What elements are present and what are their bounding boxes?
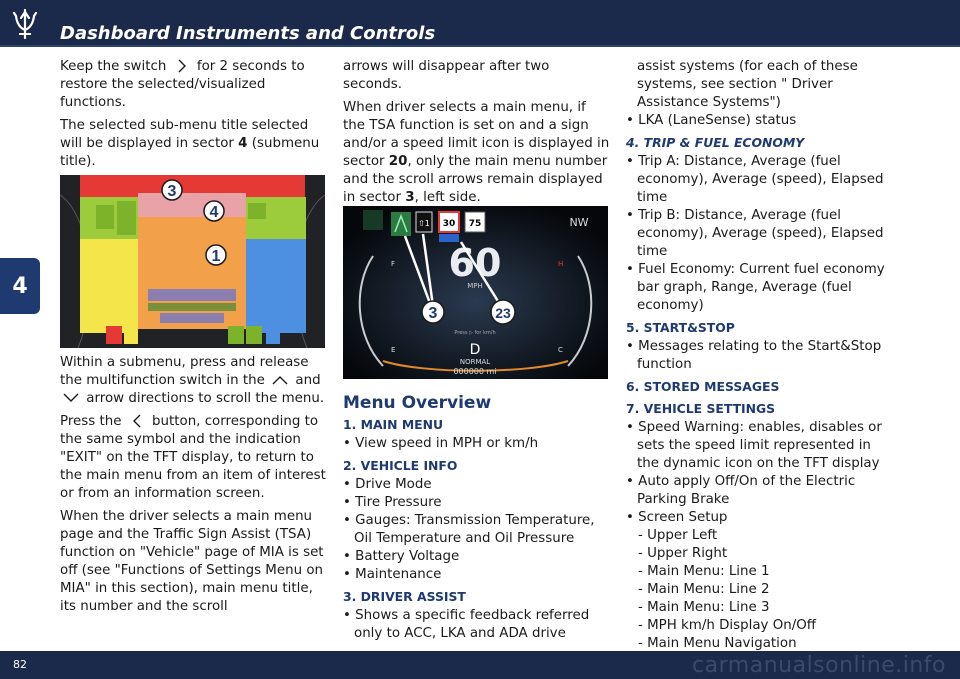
callout-4: 4 bbox=[203, 200, 225, 222]
list-item: • Auto apply Off/On of the Electric Park… bbox=[626, 474, 856, 507]
svg-text:1: 1 bbox=[212, 248, 221, 265]
svg-text:NORMAL: NORMAL bbox=[460, 358, 490, 366]
chapter-tab: 4 bbox=[0, 258, 40, 314]
svg-text:23: 23 bbox=[495, 305, 511, 321]
svg-text:F: F bbox=[391, 260, 395, 268]
header-divider bbox=[0, 45, 960, 47]
chevron-left-icon bbox=[132, 414, 141, 428]
subheading-trip-fuel: 4. TRIP & FUEL ECONOMY bbox=[626, 135, 805, 150]
svg-text:4: 4 bbox=[210, 204, 219, 221]
sub-list-item: - MPH km/h Display On/Off bbox=[638, 618, 817, 633]
svg-text:75: 75 bbox=[469, 219, 482, 229]
list-item: • Trip B: Distance, Average (fuel econom… bbox=[626, 208, 884, 259]
list-item: • View speed in MPH or km/h bbox=[343, 436, 539, 451]
list-item: • Fuel Economy: Current fuel economy bar… bbox=[626, 262, 885, 313]
svg-text:000000 mi: 000000 mi bbox=[453, 367, 496, 376]
text: , only the main menu number and the scro… bbox=[343, 154, 608, 205]
svg-text:NW: NW bbox=[569, 216, 588, 229]
cluster-display-image: ⇧1 30 75 NW 60 MPH Press ▷ for km/h F E … bbox=[343, 206, 608, 379]
text: for 2 seconds to restore the selected/vi… bbox=[60, 59, 305, 110]
cluster-display-svg: ⇧1 30 75 NW 60 MPH Press ▷ for km/h F E … bbox=[343, 206, 608, 379]
paragraph-scroll: Within a submenu, press and release the … bbox=[60, 354, 330, 408]
chevron-right-icon bbox=[178, 59, 186, 73]
text: When driver selects a main menu, if the … bbox=[343, 100, 610, 169]
callout-23: 23 bbox=[490, 299, 516, 325]
svg-text:3: 3 bbox=[168, 183, 177, 200]
text: (submenu title). bbox=[60, 136, 320, 169]
page-number: 82 bbox=[13, 658, 27, 671]
sub-list-item: - Upper Right bbox=[638, 546, 728, 561]
watermark: carmanualsonline.info bbox=[692, 653, 946, 678]
sub-list-item: - Upper Left bbox=[638, 528, 718, 543]
text: and bbox=[295, 373, 321, 388]
column-middle-lower: Menu Overview 1. MAIN MENU • View speed … bbox=[343, 388, 615, 643]
sub-list-item: - Main Menu Navigation bbox=[638, 636, 797, 651]
list-item: • Maintenance bbox=[343, 567, 442, 582]
list-item-continued: assist systems (for each of these system… bbox=[637, 59, 858, 110]
text: button, corresponding to the same symbol… bbox=[60, 414, 326, 501]
column-middle: arrows will disappear after two seconds.… bbox=[343, 58, 611, 212]
svg-text:H: H bbox=[558, 260, 563, 268]
list-item: • Screen Setup bbox=[626, 510, 728, 525]
subheading-main-menu: 1. MAIN MENU bbox=[343, 417, 444, 432]
svg-text:E: E bbox=[391, 346, 395, 354]
paragraph-submenu-title: The selected sub-menu title selected wil… bbox=[60, 117, 328, 171]
cluster-sector-diagram: 3 4 1 bbox=[60, 175, 325, 348]
sector-number: 4 bbox=[238, 136, 248, 151]
text: Within a submenu, press and release the … bbox=[60, 355, 309, 388]
list-item: • Shows a specific feedback referred onl… bbox=[343, 608, 590, 641]
page-footer bbox=[0, 651, 960, 679]
column-left-lower: Within a submenu, press and release the … bbox=[60, 354, 330, 621]
svg-text:MPH: MPH bbox=[467, 282, 483, 290]
svg-text:3: 3 bbox=[429, 305, 438, 322]
list-item: • Gauges: Transmission Temperature, Oil … bbox=[343, 513, 595, 546]
list-item: • Messages relating to the Start&Stop fu… bbox=[626, 339, 882, 372]
section-heading-menu-overview: Menu Overview bbox=[343, 393, 492, 413]
text: Keep the switch bbox=[60, 59, 167, 74]
chevron-up-icon bbox=[272, 376, 288, 385]
text: , left side. bbox=[414, 190, 481, 205]
subheading-stored-messages: 6. STORED MESSAGES bbox=[626, 379, 780, 394]
list-item: • Drive Mode bbox=[343, 477, 432, 492]
trident-logo-icon bbox=[12, 8, 38, 40]
paragraph-exit: Press the button, corresponding to the s… bbox=[60, 413, 330, 503]
text: Press the bbox=[60, 414, 122, 429]
text: The selected sub-menu title selected wil… bbox=[60, 118, 309, 151]
sub-list-item: - Main Menu: Line 3 bbox=[638, 600, 770, 615]
cluster-sector-svg: 3 4 1 bbox=[60, 175, 325, 348]
subheading-driver-assist: 3. DRIVER ASSIST bbox=[343, 589, 466, 604]
callout-3: 3 bbox=[421, 300, 445, 324]
page-title: Dashboard Instruments and Controls bbox=[60, 23, 436, 44]
sector-number: 3 bbox=[405, 190, 415, 205]
text: arrow directions to scroll the menu. bbox=[86, 391, 325, 406]
chevron-down-icon bbox=[63, 393, 79, 402]
svg-text:30: 30 bbox=[443, 219, 456, 229]
list-item: • Trip A: Distance, Average (fuel econom… bbox=[626, 154, 884, 205]
list-item: • Speed Warning: enables, disables or se… bbox=[626, 420, 882, 471]
callout-3: 3 bbox=[161, 179, 183, 201]
list-item: • Tire Pressure bbox=[343, 495, 442, 510]
list-item: • Battery Voltage bbox=[343, 549, 460, 564]
svg-text:D: D bbox=[470, 342, 481, 358]
subheading-vehicle-settings: 7. VEHICLE SETTINGS bbox=[626, 401, 776, 416]
sub-list-item: - Main Menu: Line 2 bbox=[638, 582, 770, 597]
svg-text:C: C bbox=[558, 346, 563, 354]
sub-list-item: - Main Menu: Line 1 bbox=[638, 564, 770, 579]
svg-text:⇧1: ⇧1 bbox=[418, 219, 430, 228]
svg-text:Press ▷ for km/h: Press ▷ for km/h bbox=[454, 330, 495, 336]
paragraph-tsa: When the driver selects a main menu page… bbox=[60, 509, 324, 614]
subheading-vehicle-info: 2. VEHICLE INFO bbox=[343, 458, 458, 473]
paragraph-switch: Keep the switch for 2 seconds to restore… bbox=[60, 58, 328, 112]
paragraph-arrows: arrows will disappear after two seconds. bbox=[343, 59, 550, 92]
subheading-start-stop: 5. START&STOP bbox=[626, 320, 735, 335]
sector-number: 20 bbox=[388, 154, 408, 169]
list-item: • LKA (LaneSense) status bbox=[626, 113, 797, 128]
column-right: assist systems (for each of these system… bbox=[626, 58, 896, 653]
page-header bbox=[0, 0, 960, 47]
column-left: Keep the switch for 2 seconds to restore… bbox=[60, 58, 328, 176]
paragraph-sector: When driver selects a main menu, if the … bbox=[343, 99, 611, 207]
callout-1: 1 bbox=[205, 244, 227, 266]
